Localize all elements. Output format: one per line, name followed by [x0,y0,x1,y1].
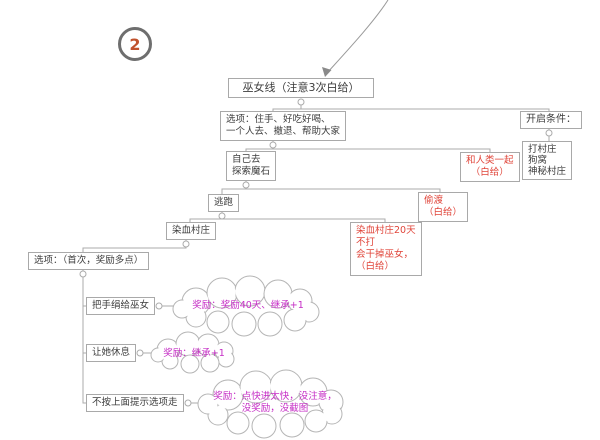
node-options-repeat[interactable]: 选项：（首次，奖励多点） [28,252,150,270]
edge-options2-children [82,270,86,404]
node-let-her-rest[interactable]: 让她休息 [86,344,137,362]
collapse-handle-notfollow[interactable] [184,399,192,407]
edge-bloodvillage-options2 [82,240,187,252]
node-blood-village[interactable]: 染血村庄 [166,222,217,240]
node-give-handkerchief[interactable]: 把手绢给巫女 [86,297,156,315]
node-unlock-conditions-title[interactable]: 开启条件： [520,111,582,129]
node-stowaway[interactable]: 偷渡 （白给） [418,192,469,222]
collapse-handle-options2[interactable] [79,270,87,278]
edge-goalone-children [221,181,441,194]
node-root[interactable]: 巫女线（注意3次白给） [228,78,374,98]
node-with-humans[interactable]: 和人类一起 （白给） [460,152,520,182]
collapse-handle-escape[interactable] [218,212,226,220]
collapse-handle-options1[interactable] [269,141,277,149]
page-number: 2 [129,34,141,54]
node-go-alone[interactable]: 自己去 探索魔石 [226,151,277,181]
collapse-handle-root[interactable] [297,98,305,106]
reward-cloud-2-text[interactable]: 奖励：继承+1 [163,348,225,359]
node-escape[interactable]: 逃跑 [208,194,240,212]
incoming-edge [326,0,389,74]
reward-cloud-1-text[interactable]: 奖励：奖励40天、继承+1 [192,300,304,311]
page-number-badge: 2 [118,27,152,61]
edge-root-children [272,99,550,111]
incoming-edge-arrow-icon [322,67,332,77]
edge-options1-children [245,141,491,152]
collapse-handle-goalone[interactable] [242,181,250,189]
collapse-handle-unlock[interactable] [545,129,553,137]
collapse-handle-rest[interactable] [136,349,144,357]
collapse-handle-handkerchief[interactable] [155,302,163,310]
edge-escape-children [189,212,386,222]
node-unlock-conditions-list[interactable]: 打村庄 狗窝 神秘村庄 [522,141,573,180]
node-not-follow-hints[interactable]: 不按上面提示选项走 [86,394,184,412]
node-blood-village-warning[interactable]: 染血村庄20天 不打 会干掉巫女， （白给） [350,222,422,276]
reward-cloud-3-text[interactable]: 奖励：点快进太快，没注意， 没奖励，没截图 [213,391,337,414]
collapse-handle-bloodvillage[interactable] [182,240,190,248]
node-options-first[interactable]: 选项：住手、好吃好喝、 一个人去、撤退、帮助大家 [220,111,347,141]
